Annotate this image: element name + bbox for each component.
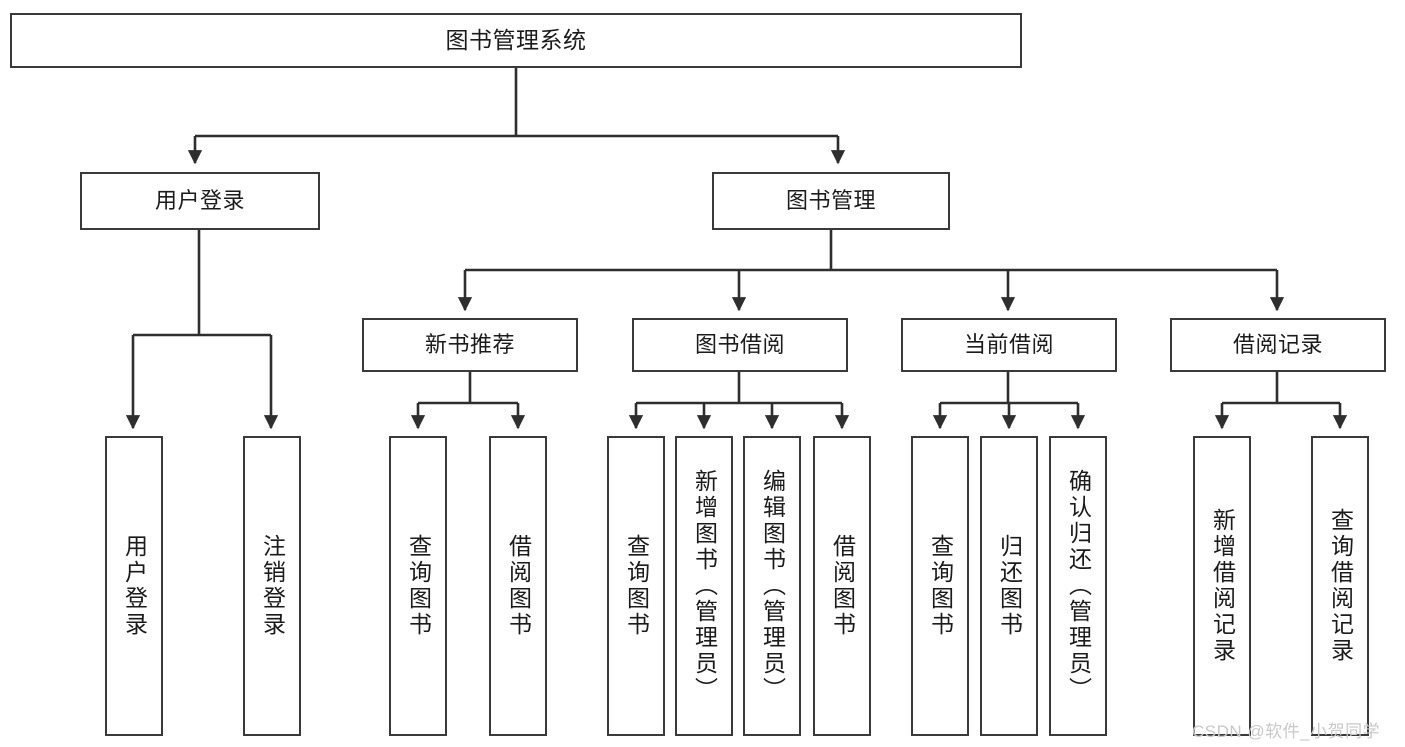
node-user-login-label: 用户登录 (154, 188, 245, 214)
node-user-login[interactable]: 用户登录 (80, 172, 320, 230)
leaf-borrow-query-book-label: 查询图书 (623, 534, 650, 638)
node-book-management-label: 图书管理 (785, 188, 876, 214)
leaf-add-borrow-record[interactable]: 新增借阅记录 (1193, 436, 1251, 736)
leaf-add-book-admin-label: 新增图书（管理员） (691, 469, 718, 703)
leaf-add-book-admin[interactable]: 新增图书（管理员） (675, 436, 733, 736)
leaf-user-login[interactable]: 用户登录 (105, 436, 163, 736)
leaf-borrow-book-label: 借阅图书 (829, 534, 856, 638)
leaf-edit-book-admin-label: 编辑图书（管理员） (759, 469, 786, 703)
node-current-borrow[interactable]: 当前借阅 (901, 318, 1117, 372)
node-new-book-recommend-label: 新书推荐 (424, 332, 515, 358)
leaf-query-borrow-record[interactable]: 查询借阅记录 (1311, 436, 1369, 736)
leaf-recommend-borrow-book-label: 借阅图书 (505, 534, 532, 638)
leaf-confirm-return-admin[interactable]: 确认归还（管理员） (1049, 436, 1107, 736)
leaf-confirm-return-admin-label: 确认归还（管理员） (1065, 469, 1092, 703)
leaf-recommend-borrow-book[interactable]: 借阅图书 (489, 436, 547, 736)
leaf-recommend-query-book-label: 查询图书 (405, 534, 432, 638)
node-current-borrow-label: 当前借阅 (963, 332, 1054, 358)
leaf-return-book[interactable]: 归还图书 (980, 436, 1038, 736)
leaf-return-book-label: 归还图书 (996, 534, 1023, 638)
leaf-borrow-book[interactable]: 借阅图书 (813, 436, 871, 736)
leaf-user-login-label: 用户登录 (121, 534, 148, 638)
node-root[interactable]: 图书管理系统 (10, 13, 1022, 68)
node-book-borrow-label: 图书借阅 (694, 332, 785, 358)
node-book-borrow[interactable]: 图书借阅 (632, 318, 848, 372)
node-borrow-record[interactable]: 借阅记录 (1170, 318, 1386, 372)
leaf-logout[interactable]: 注销登录 (243, 436, 301, 736)
leaf-borrow-query-book[interactable]: 查询图书 (607, 436, 665, 736)
node-borrow-record-label: 借阅记录 (1232, 332, 1323, 358)
leaf-add-borrow-record-label: 新增借阅记录 (1209, 508, 1236, 664)
leaf-query-borrow-record-label: 查询借阅记录 (1327, 508, 1354, 664)
leaf-recommend-query-book[interactable]: 查询图书 (389, 436, 447, 736)
watermark: CSDN @软件_小贺同学 (1192, 722, 1381, 741)
leaf-current-query-book[interactable]: 查询图书 (911, 436, 969, 736)
leaf-edit-book-admin[interactable]: 编辑图书（管理员） (743, 436, 801, 736)
node-new-book-recommend[interactable]: 新书推荐 (362, 318, 578, 372)
leaf-logout-label: 注销登录 (259, 534, 286, 638)
leaf-current-query-book-label: 查询图书 (927, 534, 954, 638)
node-root-label: 图书管理系统 (445, 26, 587, 53)
node-book-management[interactable]: 图书管理 (712, 172, 950, 230)
